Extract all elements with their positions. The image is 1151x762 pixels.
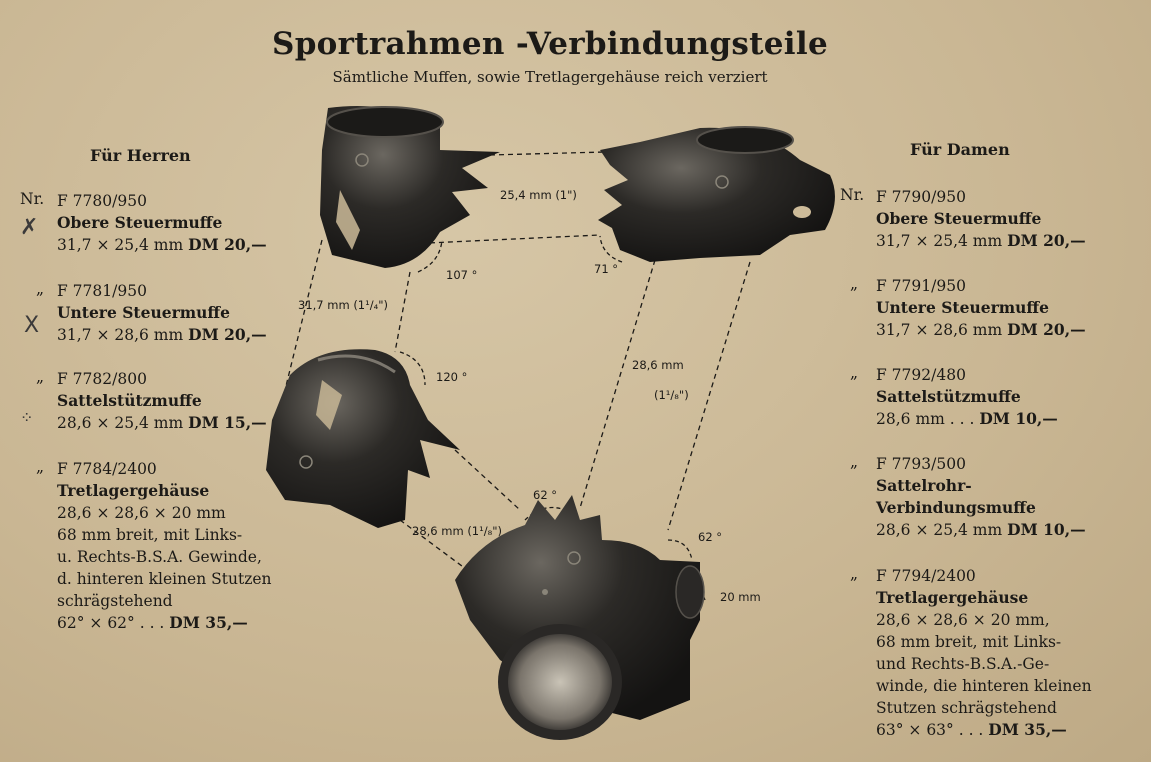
article-spec: 28,6 mm . . . <box>876 410 975 428</box>
article-name: Tretlagergehäuse <box>57 481 210 500</box>
dim-top-tube: 25,4 mm (1") <box>500 188 577 202</box>
article-spec: 31,7 × 25,4 mm <box>876 232 1003 250</box>
article-number: F 7781/950 <box>57 282 147 300</box>
page-subtitle: Sämtliche Muffen, sowie Tretlagergehäuse… <box>332 68 768 86</box>
article-detail-line: winde, die hinteren kleinen <box>876 677 1092 695</box>
article-name: Untere Steuermuffe <box>876 298 1049 317</box>
article-number: F 7784/2400 <box>57 460 157 478</box>
article-spec: 63° × 63° . . . <box>876 721 984 739</box>
entry-marker: „ <box>850 453 859 471</box>
left-entry-7784: F 7784/2400 Tretlagergehäuse 28,6 × 28,6… <box>57 458 272 634</box>
right-column-heading: Für Damen <box>910 140 1010 159</box>
article-spec: 31,7 × 25,4 mm <box>57 236 184 254</box>
article-spec: 28,6 × 25,4 mm <box>57 414 184 432</box>
article-number: F 7793/500 <box>876 455 966 473</box>
right-entry-7794: F 7794/2400 Tretlagergehäuse 28,6 × 28,6… <box>876 565 1092 741</box>
article-detail-line: u. Rechts-B.S.A. Gewinde, <box>57 548 262 566</box>
article-detail-line: 68 mm breit, mit Links- <box>57 526 243 544</box>
handwritten-dots-mark: ⁘ <box>20 408 34 427</box>
article-price: DM 20,— <box>188 325 267 344</box>
article-number: F 7780/950 <box>57 192 147 210</box>
article-detail-line: Stutzen schrägstehend <box>876 699 1057 717</box>
dim-seat-tube: 28,6 mm (1¹/₈") <box>412 524 502 538</box>
right-entry-7791: F 7791/950 Untere Steuermuffe 31,7 × 28,… <box>876 275 1086 341</box>
entry-marker: Nr. <box>20 190 45 208</box>
entry-marker: Nr. <box>840 186 865 204</box>
article-name: Obere Steuermuffe <box>57 213 223 232</box>
article-price: DM 20,— <box>188 235 267 254</box>
left-entry-7780: F 7780/950 Obere Steuermuffe 31,7 × 25,4… <box>57 190 267 256</box>
dim-angle-62-right: 62 ° <box>698 530 723 544</box>
entry-marker: „ <box>36 368 45 386</box>
article-name: Untere Steuermuffe <box>57 303 230 322</box>
upper-head-lug-men <box>320 106 500 268</box>
article-price: DM 20,— <box>1007 320 1086 339</box>
entry-marker: „ <box>850 565 859 583</box>
article-name: Obere Steuermuffe <box>876 209 1042 228</box>
right-entry-7790: F 7790/950 Obere Steuermuffe 31,7 × 25,4… <box>876 186 1086 252</box>
bottom-bracket-shell <box>455 495 705 740</box>
dim-stay: 20 mm <box>720 590 761 604</box>
article-number: F 7782/800 <box>57 370 147 388</box>
handwritten-cross-mark: X <box>24 313 40 338</box>
handwritten-check-mark: ✗ <box>20 215 39 240</box>
left-entry-7781: F 7781/950 Untere Steuermuffe 31,7 × 28,… <box>57 280 267 346</box>
article-detail-line: 28,6 × 28,6 × 20 mm, <box>876 611 1050 629</box>
article-price: DM 10,— <box>1007 520 1086 539</box>
dashed-frame-lines <box>284 151 751 601</box>
article-name: Sattelstützmuffe <box>876 387 1021 406</box>
article-name: Sattelrohr- <box>876 476 972 495</box>
article-name: Tretlagergehäuse <box>876 588 1029 607</box>
article-name-continued: Verbindungsmuffe <box>876 498 1036 517</box>
article-detail-line: 28,6 × 28,6 × 20 mm <box>57 504 226 522</box>
entry-marker: „ <box>850 364 859 382</box>
article-number: F 7790/950 <box>876 188 966 206</box>
article-detail-line: d. hinteren kleinen Stutzen <box>57 570 272 588</box>
dim-down-tube: 28,6 mm <box>632 358 684 372</box>
page-title: Sportrahmen -Verbindungsteile <box>272 26 828 62</box>
article-number: F 7791/950 <box>876 277 966 295</box>
left-entry-7782: F 7782/800 Sattelstützmuffe 28,6 × 25,4 … <box>57 368 267 434</box>
article-price: DM 20,— <box>1007 231 1086 250</box>
article-spec: 31,7 × 28,6 mm <box>57 326 184 344</box>
article-spec: 31,7 × 28,6 mm <box>876 321 1003 339</box>
article-detail-line: schrägstehend <box>57 592 173 610</box>
entry-marker: „ <box>36 280 45 298</box>
dim-head-tube: 31,7 mm (1¹/₄") <box>298 298 388 312</box>
article-price: DM 35,— <box>988 720 1067 739</box>
article-detail-line: und Rechts-B.S.A.-Ge- <box>876 655 1050 673</box>
upper-head-lug-women <box>598 126 835 263</box>
dim-angle-62-top: 62 ° <box>533 488 558 502</box>
article-spec: 62° × 62° . . . <box>57 614 165 632</box>
dim-angle-71: 71 ° <box>594 262 619 276</box>
entry-marker: „ <box>850 275 859 293</box>
lower-head-lug-men <box>266 349 460 528</box>
entry-marker: „ <box>36 458 45 476</box>
article-price: DM 15,— <box>188 413 267 432</box>
article-spec: 28,6 × 25,4 mm <box>876 521 1003 539</box>
dim-angle-107: 107 ° <box>446 268 478 282</box>
dim-down-tube-inch: (1¹/₈") <box>654 388 689 402</box>
dim-angle-120: 120 ° <box>436 370 468 384</box>
right-entry-7793: F 7793/500 Sattelrohr- Verbindungsmuffe … <box>876 453 1086 541</box>
article-price: DM 35,— <box>169 613 248 632</box>
article-number: F 7794/2400 <box>876 567 976 585</box>
right-entry-7792: F 7792/480 Sattelstützmuffe 28,6 mm . . … <box>876 364 1058 430</box>
left-column-heading: Für Herren <box>90 146 191 165</box>
article-name: Sattelstützmuffe <box>57 391 202 410</box>
article-price: DM 10,— <box>979 409 1058 428</box>
article-detail-line: 68 mm breit, mit Links- <box>876 633 1062 651</box>
article-number: F 7792/480 <box>876 366 966 384</box>
